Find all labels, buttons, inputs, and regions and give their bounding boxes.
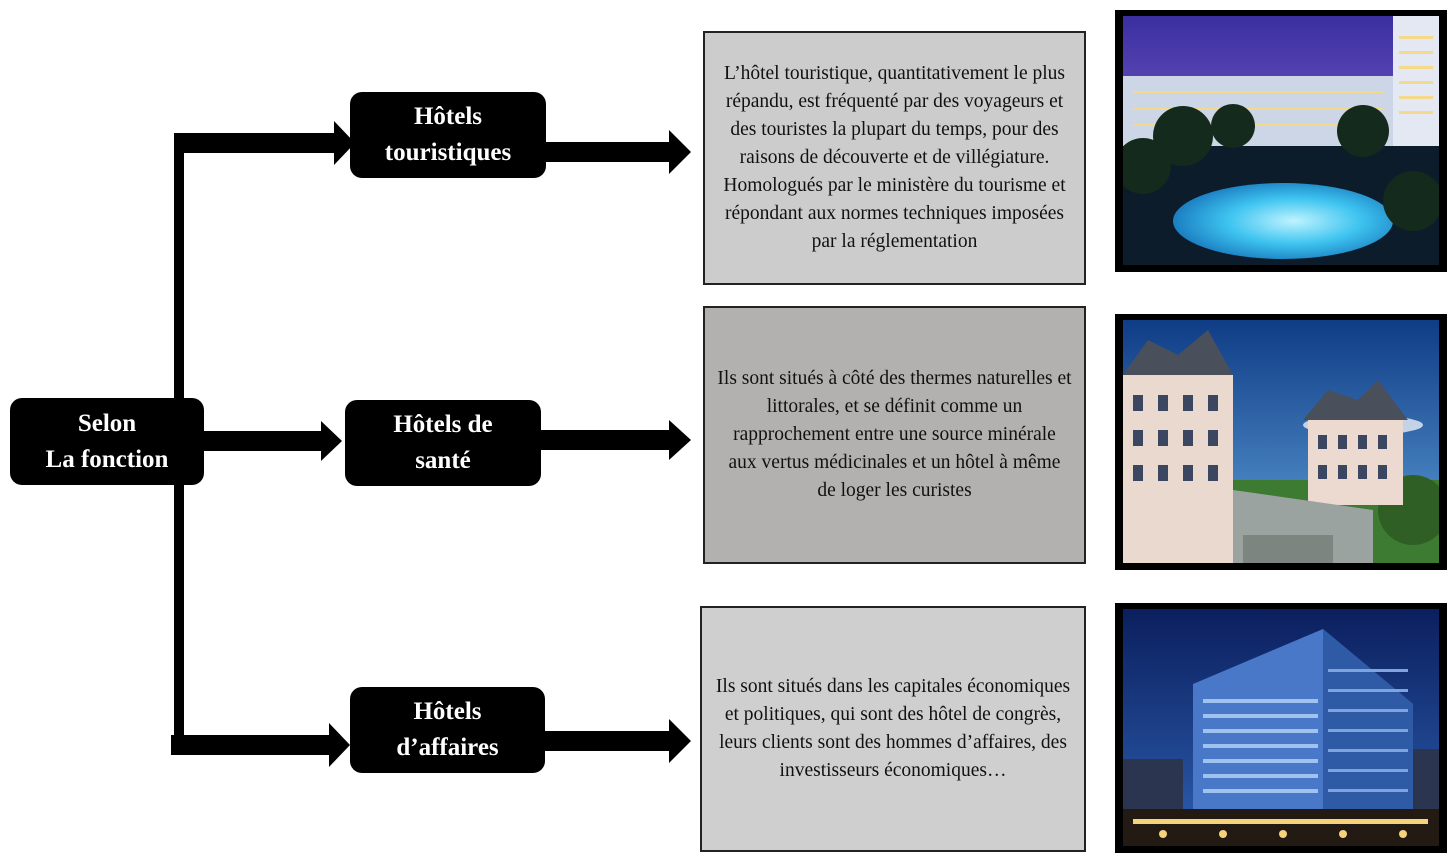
out-arrow-3 [542, 731, 670, 751]
out-arrow-1 [543, 142, 670, 162]
category-node-sante: Hôtels de santé [345, 400, 541, 486]
branch-arrow-3 [171, 735, 329, 755]
category-node-affaires: Hôtels d’affaires [350, 687, 545, 773]
category-label: Hôtels d’affaires [396, 698, 499, 761]
root-node-label: Selon La fonction [45, 409, 169, 473]
description-box-sante: Ils sont situés à côté des thermes natur… [703, 306, 1086, 564]
category-label: Hôtels de santé [393, 411, 493, 474]
branch-arrow-1 [174, 133, 334, 153]
root-node: Selon La fonction [10, 398, 204, 485]
branch-arrow-2 [203, 431, 321, 451]
description-text: Ils sont situés à côté des thermes natur… [717, 368, 1072, 501]
out-arrow-2 [539, 430, 670, 450]
business-hotel-tower-photo [1115, 603, 1447, 853]
description-text: Ils sont situés dans les capitales écono… [715, 676, 1071, 781]
description-box-touristiques: L’hôtel touristique, quantitativement le… [703, 31, 1086, 285]
spa-hotel-villas-photo [1115, 314, 1447, 570]
category-node-touristiques: Hôtels touristiques [350, 92, 546, 178]
description-text: L’hôtel touristique, quantitativement le… [723, 63, 1066, 252]
description-box-affaires: Ils sont situés dans les capitales écono… [700, 606, 1086, 852]
category-label: Hôtels touristiques [384, 103, 512, 166]
hotel-pool-night-photo [1115, 10, 1447, 272]
